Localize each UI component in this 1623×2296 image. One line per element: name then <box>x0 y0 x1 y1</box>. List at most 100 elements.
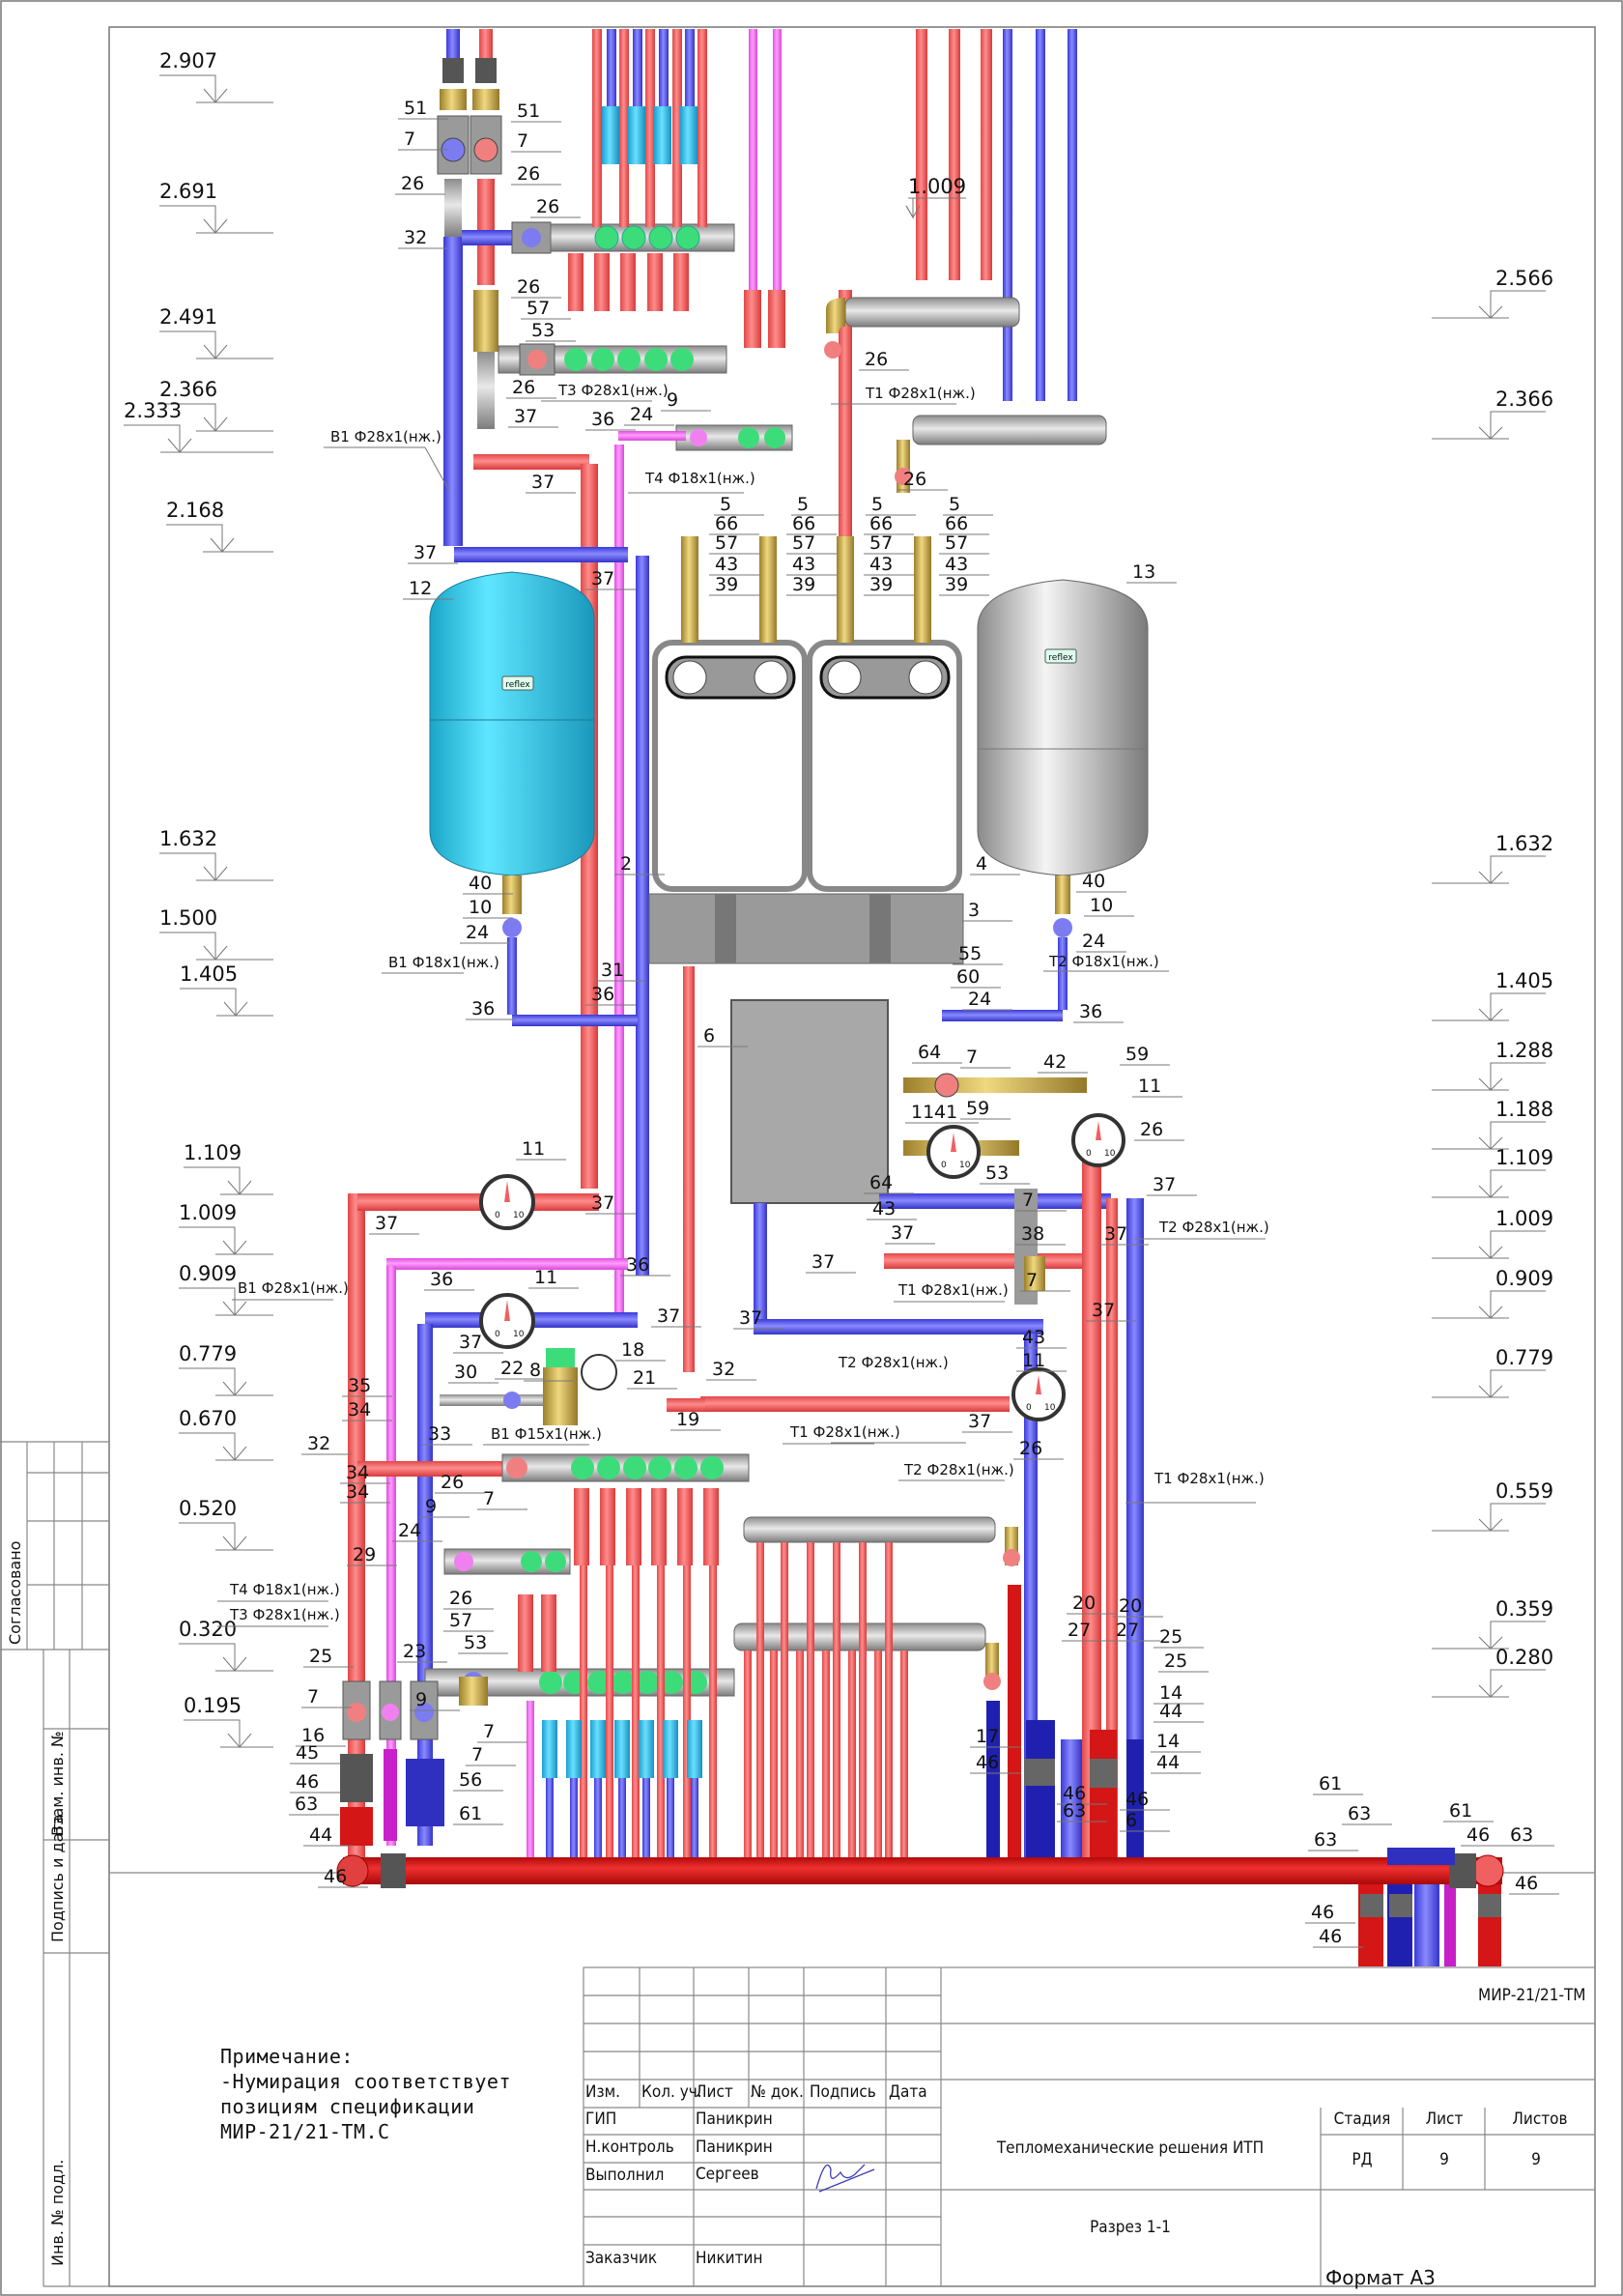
position-number: 27 <box>1068 1620 1091 1641</box>
position-number: 43 <box>872 1198 896 1220</box>
position-callout: 37 <box>1086 1300 1136 1322</box>
position-number: 42 <box>1043 1051 1067 1073</box>
position-number: 7 <box>307 1686 319 1708</box>
position-callout: 37 <box>885 1222 935 1245</box>
position-callout: 26 <box>897 469 948 491</box>
main-header-coupling-left <box>381 1853 406 1888</box>
position-number: 26 <box>536 196 559 217</box>
note-line: -Нумирация соответствует <box>220 2070 511 2093</box>
position-number: 66 <box>792 513 815 534</box>
position-callout: 9 <box>661 389 711 412</box>
position-callout: 45 <box>290 1742 340 1765</box>
position-number: 37 <box>1092 1300 1115 1321</box>
position-callout: 41 <box>928 1102 979 1124</box>
position-callout: 36 <box>424 1269 474 1291</box>
position-number: 37 <box>1104 1223 1127 1245</box>
position-callout: 30 <box>448 1362 498 1384</box>
heat-exchanger-2 <box>652 640 808 892</box>
position-number: 35 <box>348 1375 371 1396</box>
position-number: 10 <box>1090 895 1113 916</box>
position-number: 57 <box>449 1610 472 1631</box>
position-callout: 64 <box>864 1172 914 1194</box>
position-callout: 23 <box>397 1641 447 1663</box>
position-callout: 12 <box>403 578 453 600</box>
pressure-reducer-22 <box>440 1348 617 1425</box>
position-number: 10 <box>469 897 492 918</box>
position-number: 11 <box>534 1267 557 1288</box>
position-callout: 26 <box>443 1588 494 1610</box>
position-number: 46 <box>1311 1902 1334 1923</box>
t1-down-pipe-left <box>683 966 695 1372</box>
position-number: 61 <box>1449 1800 1472 1822</box>
elevation-mark: 2.168 <box>166 499 273 553</box>
position-callout: 37 <box>453 1332 503 1354</box>
t1-inlet-riser <box>470 29 502 429</box>
position-number: 8 <box>529 1360 541 1381</box>
position-callout: 20 <box>1067 1593 1117 1615</box>
position-number: 23 <box>403 1641 426 1662</box>
valve-handle-blue <box>522 228 541 247</box>
position-callout: 26 <box>859 349 909 371</box>
position-callout: 46 <box>290 1771 340 1794</box>
position-callout: 7 <box>477 1721 527 1743</box>
position-callout: 25 <box>1158 1650 1209 1673</box>
position-number: 7 <box>483 1721 495 1742</box>
position-number: 46 <box>1466 1824 1490 1846</box>
position-callout: 63 <box>1308 1829 1358 1851</box>
position-number: 7 <box>1022 1190 1034 1211</box>
position-number: 24 <box>1082 931 1105 952</box>
tb-drawing-code: МИР-21/21-ТМ <box>1478 1986 1586 2005</box>
position-number: 25 <box>309 1646 332 1667</box>
elevation-value: 1.009 <box>1495 1207 1553 1230</box>
elevation-value: 2.907 <box>159 49 217 72</box>
position-number: 46 <box>976 1752 999 1773</box>
thermometer-right-11: 0 10 <box>1071 1113 1125 1167</box>
position-callout: 37 <box>585 568 636 590</box>
label-t1-28-right: T1 Ф28x1(нж.) <box>1153 1470 1265 1487</box>
position-number: 6 <box>1125 1810 1137 1831</box>
position-callout: 53 <box>526 320 576 342</box>
position-callout: 25 <box>303 1646 354 1668</box>
label-t4-18-left: T4 Ф18x1(нж.) <box>229 1581 340 1598</box>
elevation-value: 2.491 <box>159 305 217 329</box>
elevation-value: 1.632 <box>1495 832 1553 855</box>
position-number: 37 <box>591 568 614 589</box>
elevation-value: 0.195 <box>184 1694 242 1717</box>
elevation-value: 0.559 <box>1495 1479 1553 1503</box>
t4-sleeve-1 <box>744 290 761 348</box>
svg-text:10: 10 <box>1104 1149 1116 1159</box>
position-callout: 32 <box>398 227 448 249</box>
position-callout: 26 <box>435 1472 485 1494</box>
svg-text:reflex: reflex <box>1048 653 1073 663</box>
elevation-mark: 1.288 <box>1432 1039 1553 1091</box>
position-callout: 64 <box>912 1042 962 1064</box>
position-number: 59 <box>1125 1044 1149 1065</box>
position-callout: 63 <box>1504 1824 1554 1847</box>
t4-pipe-1 <box>749 29 757 309</box>
elevation-value: 0.779 <box>1495 1346 1553 1369</box>
elevation-mark: 0.909 <box>179 1262 273 1316</box>
tb-header-kol: Кол. уч. <box>641 2082 702 2102</box>
position-number: 37 <box>657 1306 680 1327</box>
position-number: 64 <box>918 1042 941 1063</box>
elevation-value: 0.909 <box>1495 1267 1553 1290</box>
position-callout: 44 <box>1151 1752 1201 1774</box>
tb-role-customer: Заказчик <box>585 2249 657 2268</box>
elevation-mark: 2.366 <box>1432 387 1553 440</box>
position-number: 11 <box>911 1102 934 1123</box>
svg-text:10: 10 <box>1044 1403 1056 1413</box>
position-callout: 36 <box>585 984 636 1006</box>
elevation-value: 2.168 <box>166 499 224 522</box>
main-header-elbow-left <box>336 1854 369 1887</box>
svg-text:10: 10 <box>513 1211 525 1220</box>
position-number: 36 <box>471 998 495 1019</box>
elevation-mark: 2.366 <box>159 378 273 432</box>
position-callout: 36 <box>620 1254 670 1277</box>
label-t1-28-low: T1 Ф28x1(нж.) <box>789 1423 900 1441</box>
position-number: 7 <box>404 129 415 150</box>
elevation-mark: 1.188 <box>1432 1098 1553 1150</box>
position-callout: 26 <box>395 173 445 195</box>
note-line: позициям спецификации <box>220 2095 475 2118</box>
position-callout: 31 <box>595 960 645 982</box>
